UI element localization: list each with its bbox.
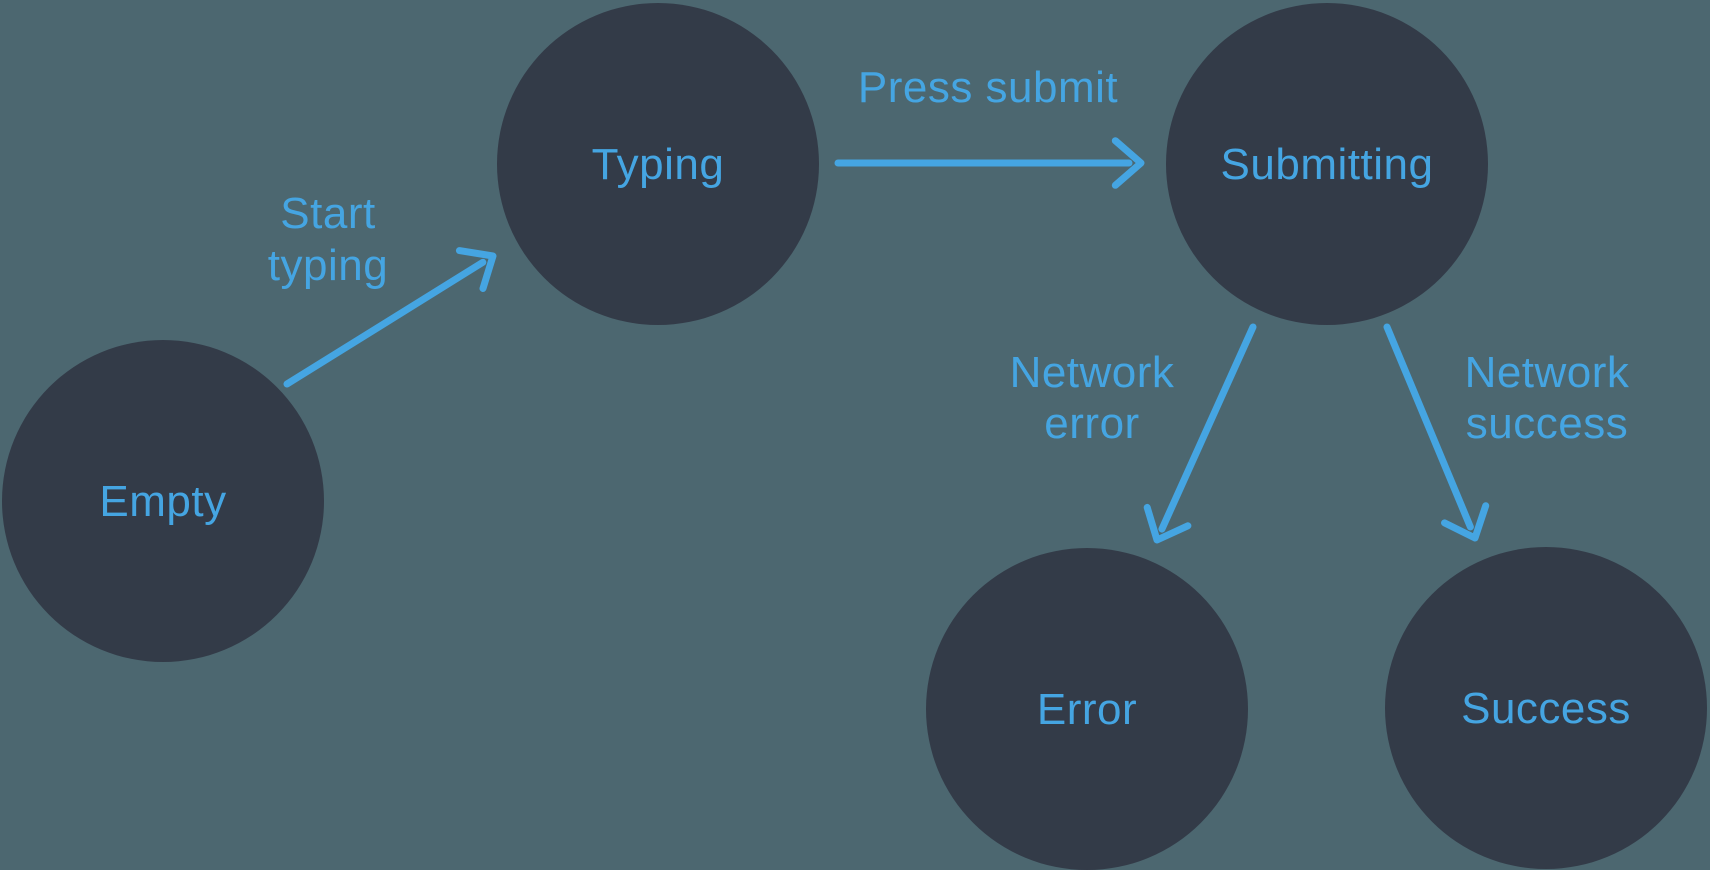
- state-node-error: Error: [926, 548, 1248, 870]
- transition-label-press-submit: Press submit: [858, 63, 1118, 112]
- arrow-head-icon: [455, 247, 497, 292]
- arrow-line: [1383, 323, 1474, 531]
- arrow-head-icon: [1111, 137, 1145, 189]
- state-circle-typing: [497, 3, 819, 325]
- state-node-success: Success: [1385, 547, 1707, 869]
- state-circle-error: [926, 548, 1248, 870]
- arrow-line: [283, 258, 487, 388]
- state-label-typing: Typing: [592, 140, 725, 189]
- state-label-error: Error: [1037, 685, 1137, 734]
- state-node-empty: Empty: [2, 340, 324, 662]
- transition-press-submit: Press submit: [834, 63, 1145, 189]
- arrow-head-icon: [1441, 502, 1490, 542]
- arrow-head-icon: [1143, 503, 1192, 544]
- arrow-line: [1158, 323, 1257, 533]
- state-node-submitting: Submitting: [1166, 3, 1488, 325]
- state-circle-success: [1385, 547, 1707, 869]
- state-circle-submitting: [1166, 3, 1488, 325]
- state-label-empty: Empty: [99, 477, 226, 526]
- state-label-success: Success: [1461, 684, 1631, 733]
- state-label-submitting: Submitting: [1221, 140, 1434, 189]
- state-circle-empty: [2, 340, 324, 662]
- state-node-typing: Typing: [497, 3, 819, 325]
